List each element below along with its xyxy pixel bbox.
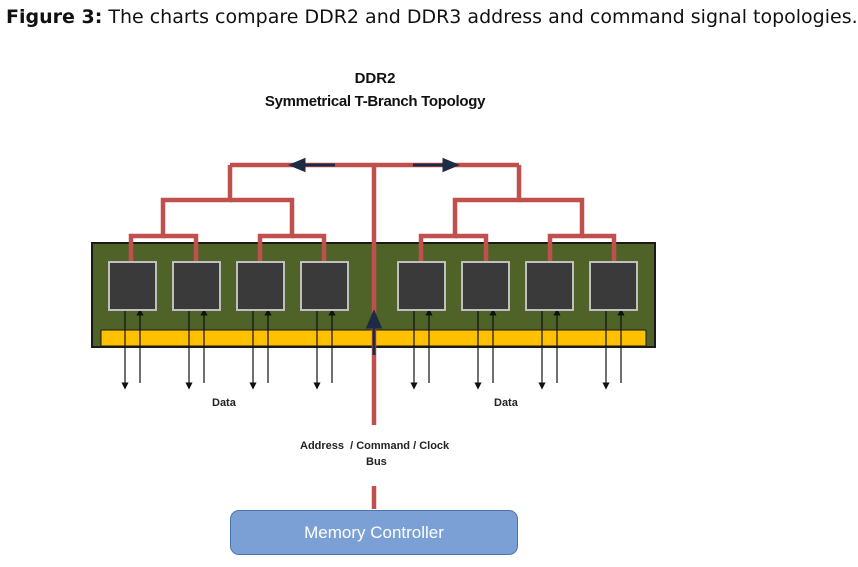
bus-label-line2: Bus (366, 456, 387, 468)
memory-chip (525, 261, 574, 311)
memory-chip (108, 261, 157, 311)
figure-caption: Figure 3: The charts compare DDR2 and DD… (6, 6, 858, 28)
figure-caption-prefix: Figure 3: (6, 6, 103, 28)
data-arrows (121, 308, 625, 390)
memory-chip (461, 261, 510, 311)
memory-controller-label: Memory Controller (304, 522, 444, 542)
memory-chip (300, 261, 349, 311)
diagram-subtitle: Symmetrical T-Branch Topology (264, 93, 486, 110)
diagram-title: DDR2 (354, 70, 396, 87)
memory-chip (236, 261, 285, 311)
memory-chip (397, 261, 446, 311)
data-label-right: Data (494, 397, 518, 409)
data-label-left: Data (212, 397, 236, 409)
ddr2-topology-diagram (91, 157, 656, 509)
t-branch-traces (128, 162, 617, 509)
bus-label: Address / Command / Clock (300, 440, 450, 452)
memory-chips (108, 261, 638, 311)
memory-chip (172, 261, 221, 311)
signal-direction-arrows (288, 157, 460, 355)
memory-controller-box: Memory Controller (230, 510, 518, 555)
figure-caption-text: The charts compare DDR2 and DDR3 address… (102, 6, 858, 28)
memory-chip (589, 261, 638, 311)
